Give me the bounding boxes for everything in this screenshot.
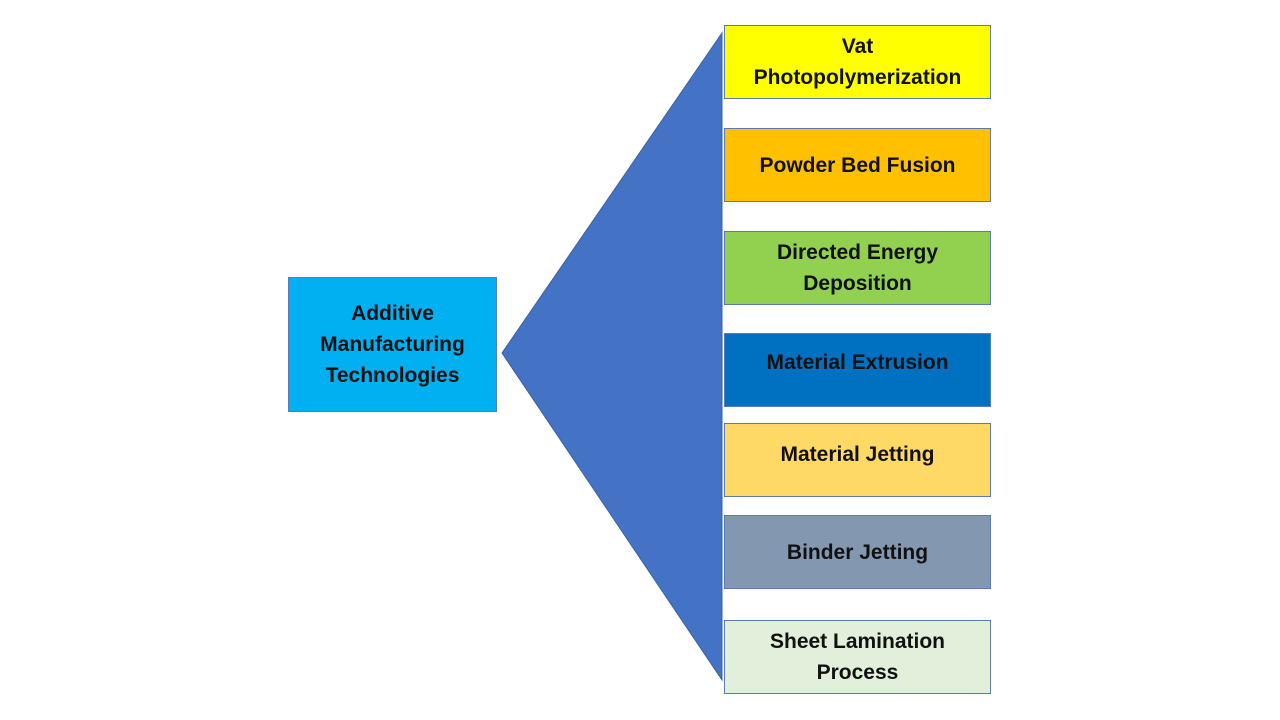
category-label: Sheet Lamination Process <box>769 630 946 684</box>
category-label: Vat Photopolymerization <box>753 35 962 89</box>
category-binder-jetting: Binder Jetting <box>724 515 991 589</box>
category-vat-photopolymerization: Vat Photopolymerization <box>724 25 991 99</box>
category-directed-energy-deposition: Directed Energy Deposition <box>724 231 991 305</box>
category-label: Directed Energy Deposition <box>776 241 939 295</box>
category-material-extrusion: Material Extrusion <box>724 333 991 407</box>
category-label: Powder Bed Fusion <box>759 153 956 177</box>
fan-triangle <box>501 31 723 682</box>
category-powder-bed-fusion: Powder Bed Fusion <box>724 128 991 202</box>
root-label: Additive Manufacturing Technologies <box>320 302 465 387</box>
category-label: Material Jetting <box>780 442 935 466</box>
category-sheet-lamination-process: Sheet Lamination Process <box>724 620 991 694</box>
category-label: Material Extrusion <box>766 350 949 374</box>
category-material-jetting: Material Jetting <box>724 423 991 497</box>
category-label: Binder Jetting <box>786 540 929 564</box>
root-node: Additive Manufacturing Technologies <box>288 277 497 412</box>
